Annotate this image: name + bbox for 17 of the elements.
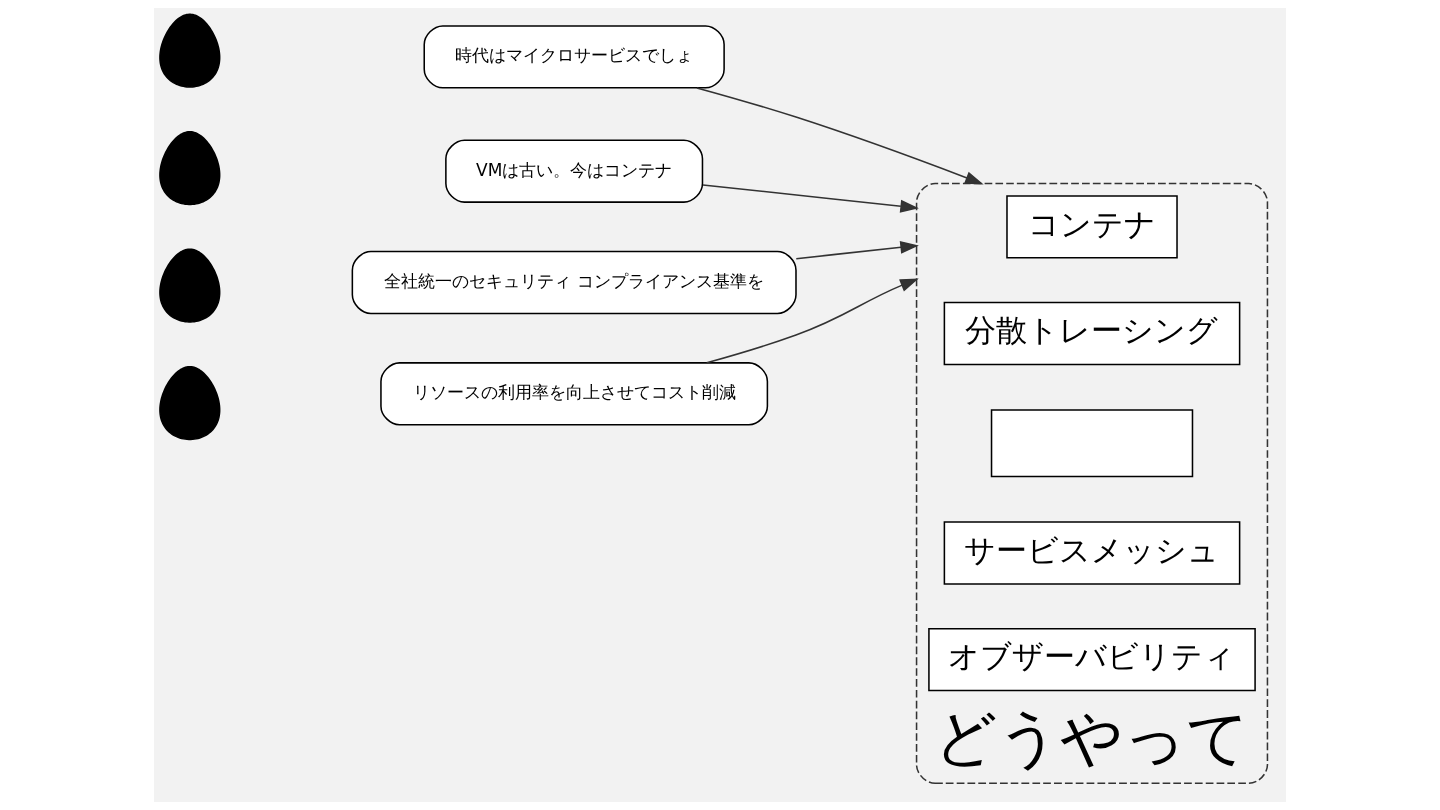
node-box: 分散トレーシング: [943, 301, 1241, 366]
node-box: [990, 409, 1194, 478]
arrow: [696, 87, 984, 185]
node-box: コンテナ: [1006, 195, 1178, 259]
node-box: 時代はマイクロサービスでしょ: [423, 25, 725, 89]
node-box: 全社統一のセキュリティ コンプライアンス基準を: [351, 250, 797, 315]
node-box: サービスメッシュ: [943, 521, 1241, 585]
arrow: [795, 240, 919, 260]
node-person: [159, 365, 221, 441]
node-person: [159, 131, 221, 206]
arrow: [702, 184, 919, 213]
node-box: リソースの利用率を向上させてコスト削減: [380, 362, 769, 426]
node-box: オブザーバビリティ: [928, 627, 1256, 692]
node-person: [159, 248, 221, 323]
node-box: VMは古い。今はコンテナ: [445, 139, 704, 203]
arrow: [705, 278, 919, 364]
node-person: [159, 13, 221, 88]
